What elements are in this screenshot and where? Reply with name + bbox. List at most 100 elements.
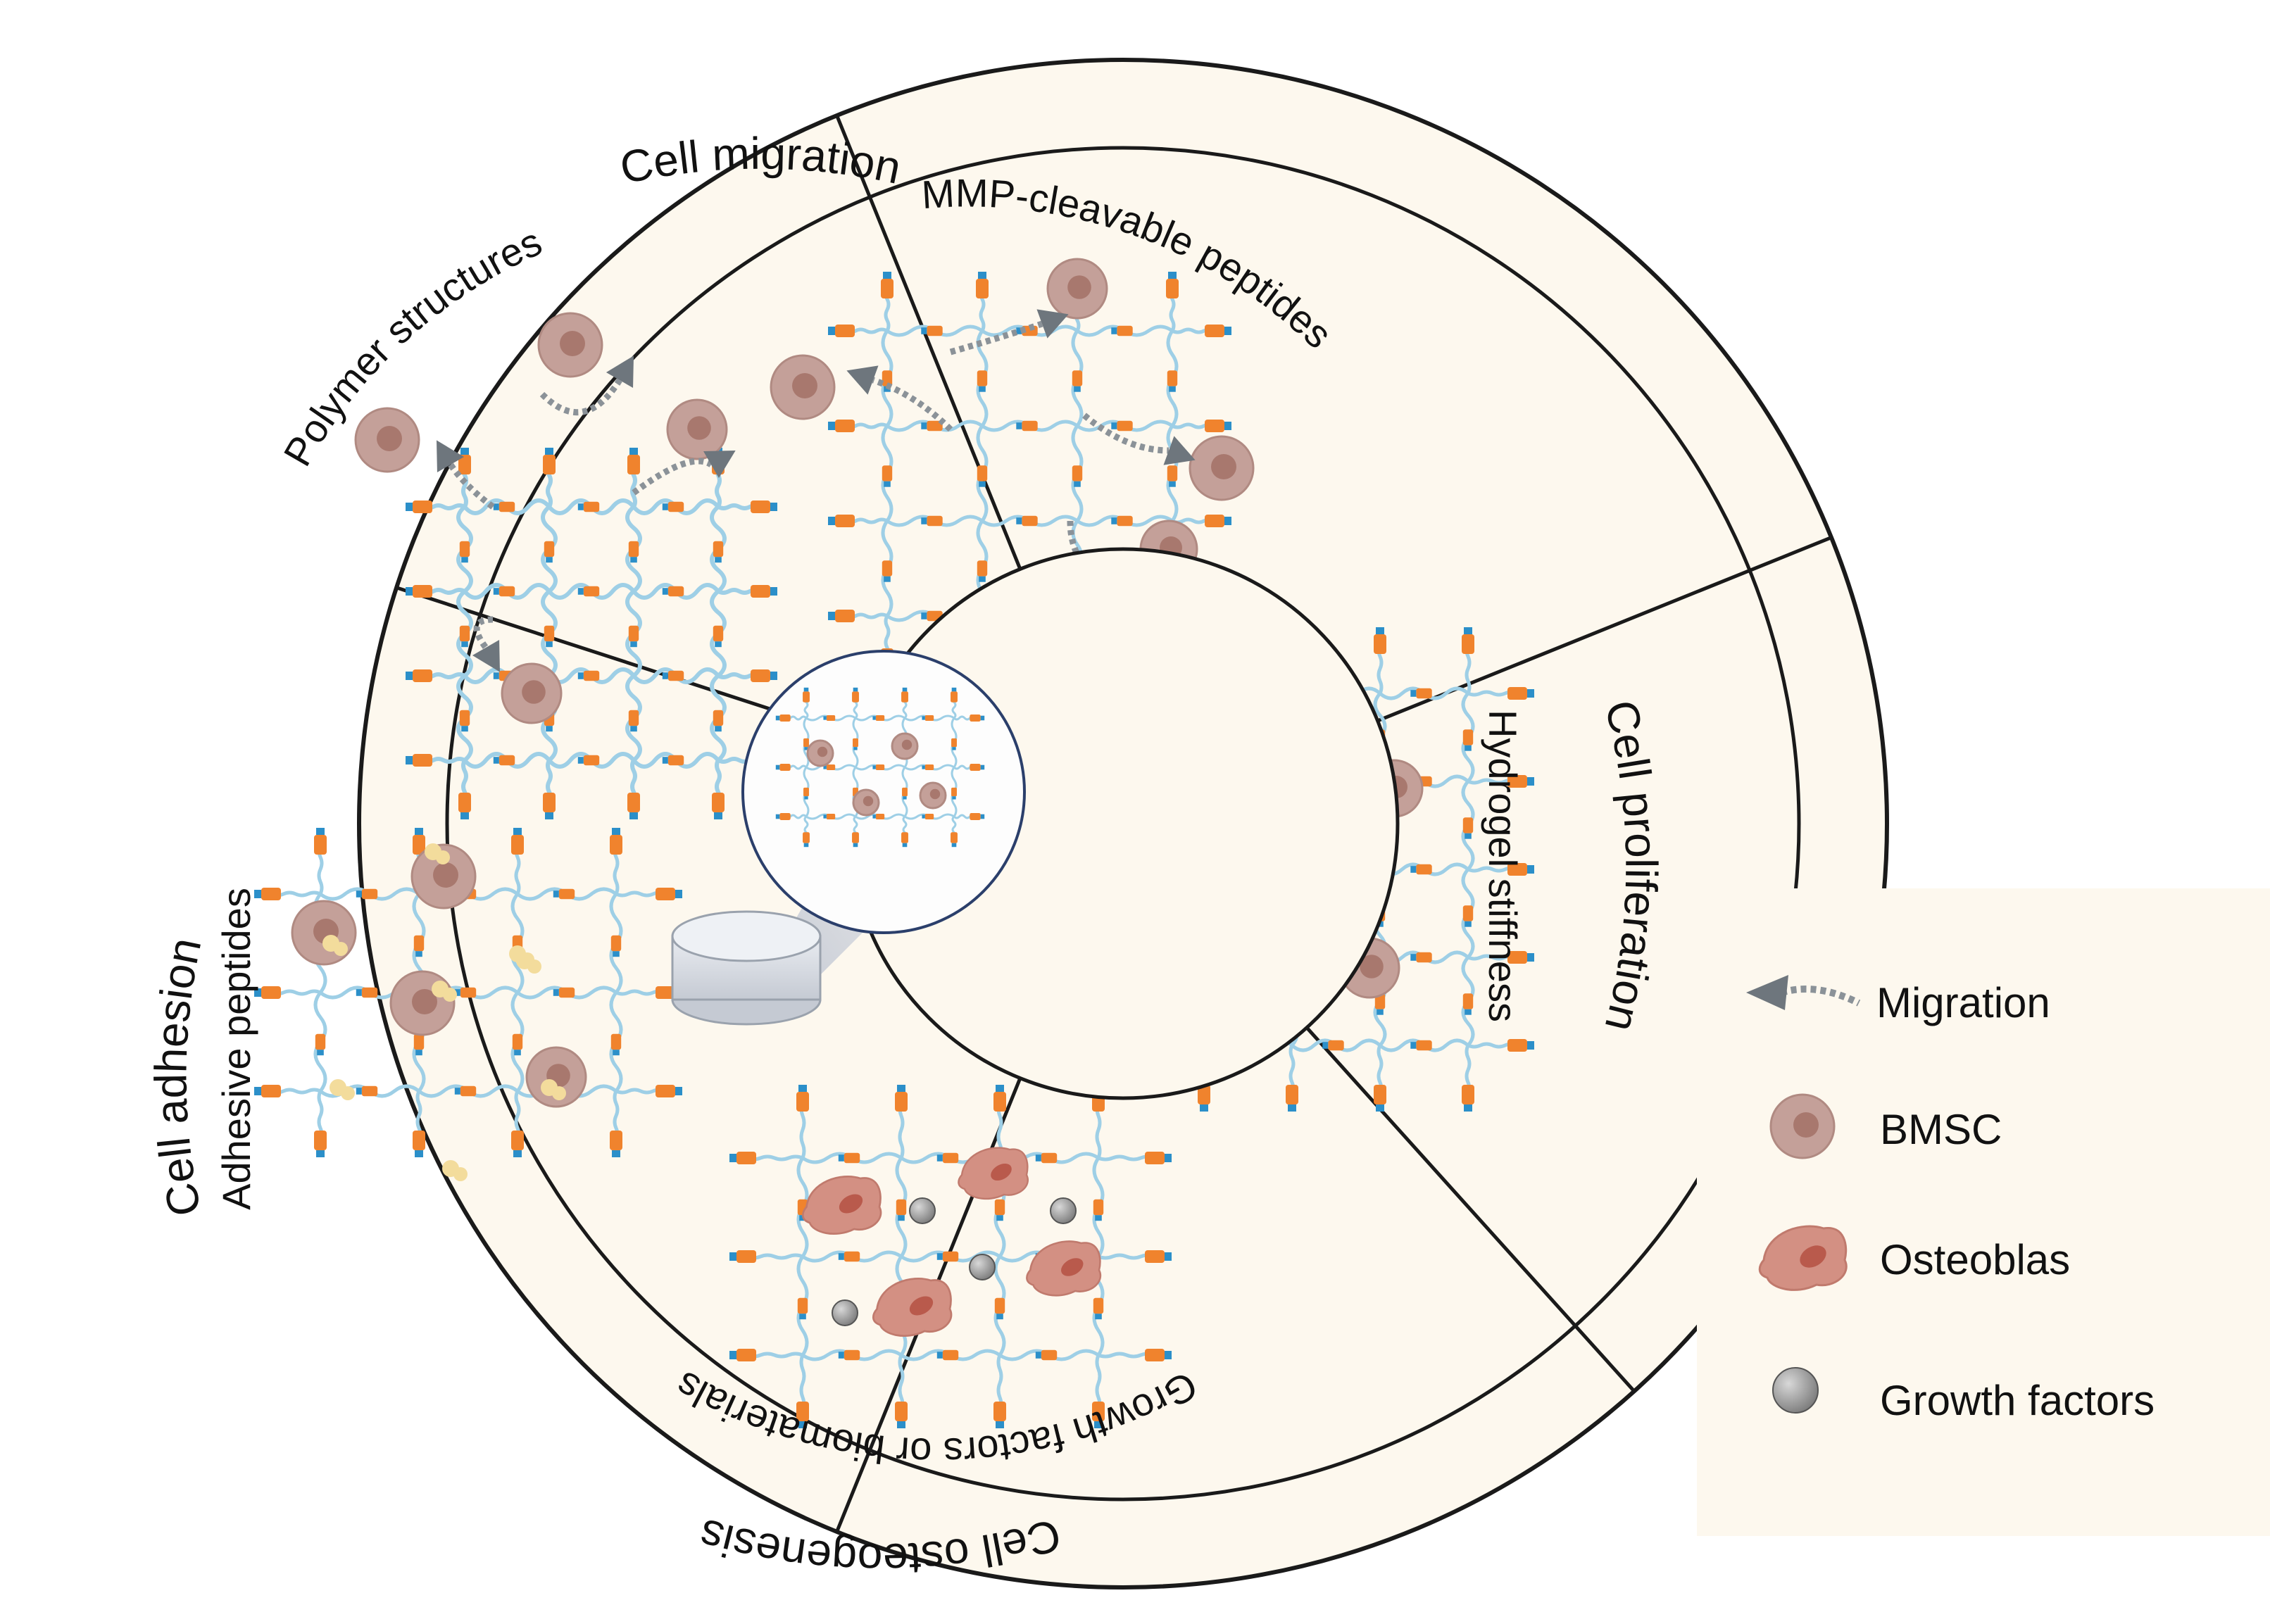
hydrogel-network bbox=[406, 448, 777, 819]
crosslinker-mark bbox=[994, 1199, 1005, 1221]
crosslinker-mark bbox=[838, 1152, 860, 1164]
crosslinker-mark bbox=[662, 501, 684, 512]
crosslinker-mark bbox=[796, 1085, 809, 1112]
crosslinker-mark bbox=[406, 501, 432, 513]
hydrogel-fiber bbox=[1095, 1100, 1102, 1160]
crosslinker-mark bbox=[881, 272, 893, 298]
hydrogel-fiber bbox=[1096, 1154, 1157, 1162]
crosslinker-mark bbox=[713, 541, 724, 563]
crosslinker-mark bbox=[458, 448, 471, 474]
crosslinker-mark bbox=[729, 1152, 756, 1164]
hydrogel-fiber bbox=[996, 1353, 1003, 1414]
crosslinker-mark bbox=[1093, 1199, 1104, 1221]
legend-label-bmsc: BMSC bbox=[1880, 1106, 2002, 1153]
crosslinker-mark bbox=[1145, 1349, 1172, 1361]
crosslinker-mark bbox=[356, 1085, 378, 1097]
crosslinker-mark bbox=[1167, 465, 1178, 487]
crosslinker-mark bbox=[553, 888, 575, 900]
crosslinker-mark bbox=[803, 787, 809, 800]
hydrogel-fiber bbox=[744, 1352, 805, 1359]
crosslinker-mark bbox=[1507, 1039, 1534, 1052]
hydrogel-network bbox=[775, 687, 985, 848]
crosslinker-mark bbox=[1145, 1152, 1172, 1164]
bmsc-cell bbox=[410, 843, 477, 909]
sector-polymer-structures bbox=[354, 312, 777, 819]
crosslinker-mark bbox=[1035, 1349, 1058, 1361]
adhesive-peptide bbox=[322, 935, 348, 956]
crosslinker-mark bbox=[895, 1402, 908, 1428]
bmsc-cell bbox=[525, 1046, 587, 1108]
crosslinker-mark bbox=[406, 669, 432, 682]
crosslinker-mark bbox=[775, 764, 791, 771]
crosslinker-mark bbox=[553, 987, 575, 998]
osteoblast-cell bbox=[872, 1277, 953, 1337]
crosslinker-mark bbox=[577, 755, 600, 766]
crosslinker-mark bbox=[796, 1402, 809, 1428]
crosslinker-mark bbox=[803, 832, 810, 848]
legend-label-growth-factors: Growth factors bbox=[1880, 1377, 2155, 1424]
adhesive-peptide bbox=[442, 1160, 468, 1181]
crosslinker-mark bbox=[993, 1085, 1006, 1112]
crosslinker-mark bbox=[872, 814, 885, 819]
bmsc-cell bbox=[770, 354, 836, 420]
crosslinker-mark bbox=[901, 832, 908, 848]
crosslinker-mark bbox=[951, 738, 957, 750]
crosslinker-mark bbox=[254, 986, 281, 999]
crosslinker-mark bbox=[1167, 370, 1178, 392]
crosslinker-mark bbox=[1286, 1085, 1298, 1112]
crosslinker-mark bbox=[936, 1349, 959, 1361]
crosslinker-mark bbox=[896, 1199, 907, 1221]
crosslinker-mark bbox=[493, 755, 515, 766]
legend-box bbox=[1697, 888, 2270, 1536]
crosslinker-mark bbox=[751, 669, 777, 682]
crosslinker-mark bbox=[1205, 420, 1231, 432]
zoom-hydrogel-network bbox=[775, 687, 985, 848]
bmsc-cell bbox=[891, 732, 919, 760]
crosslinker-mark bbox=[1410, 1040, 1432, 1051]
crosslinker-mark bbox=[1072, 465, 1083, 487]
crosslinker-mark bbox=[1016, 515, 1038, 527]
crosslinker-mark bbox=[713, 710, 724, 732]
adhesive-peptide bbox=[330, 1079, 355, 1100]
bmsc-cell bbox=[666, 398, 728, 460]
sector-mmp-cleavable-peptides bbox=[770, 258, 1255, 675]
bmsc-cell bbox=[1189, 435, 1255, 501]
crosslinker-mark bbox=[1166, 272, 1179, 298]
crosslinker-mark bbox=[662, 755, 684, 766]
crosslinker-mark bbox=[577, 501, 600, 512]
osteoblast-cell bbox=[1026, 1240, 1102, 1297]
bmsc-cell bbox=[852, 788, 880, 817]
crosslinker-mark bbox=[1111, 420, 1133, 432]
sector-label-adhesive: Adhesive peptides bbox=[214, 888, 258, 1210]
crosslinker-mark bbox=[1462, 627, 1474, 654]
crosslinker-mark bbox=[902, 787, 908, 800]
bmsc-cell bbox=[291, 900, 357, 966]
crosslinker-mark bbox=[712, 793, 725, 819]
zoom-circle bbox=[741, 650, 1026, 934]
migration-arrow bbox=[949, 309, 1069, 355]
crosslinker-mark bbox=[993, 1402, 1006, 1428]
sector-divider-line bbox=[1305, 1026, 1636, 1392]
adhesive-peptide bbox=[425, 843, 450, 864]
crosslinker-mark bbox=[1410, 688, 1432, 699]
bmsc-cell bbox=[389, 970, 456, 1036]
crosslinker-mark bbox=[1072, 370, 1083, 392]
crosslinker-mark bbox=[951, 787, 957, 800]
crosslinker-mark bbox=[627, 448, 640, 474]
crosslinker-mark bbox=[970, 813, 985, 820]
crosslinker-mark bbox=[577, 586, 600, 597]
crosslinker-mark bbox=[628, 710, 639, 732]
crosslinker-mark bbox=[936, 1152, 959, 1164]
growth-factor-sphere-icon bbox=[1772, 1367, 1819, 1414]
crosslinker-mark bbox=[853, 738, 858, 750]
migration-arrow bbox=[472, 616, 500, 672]
crosslinker-mark bbox=[662, 586, 684, 597]
crosslinker-mark bbox=[543, 793, 556, 819]
hydrogel-fiber bbox=[799, 1100, 806, 1160]
crosslinker-mark bbox=[1374, 627, 1386, 654]
crosslinker-mark bbox=[656, 1085, 682, 1097]
crosslinker-mark bbox=[610, 935, 622, 957]
culture-dish-icon bbox=[671, 910, 822, 1026]
